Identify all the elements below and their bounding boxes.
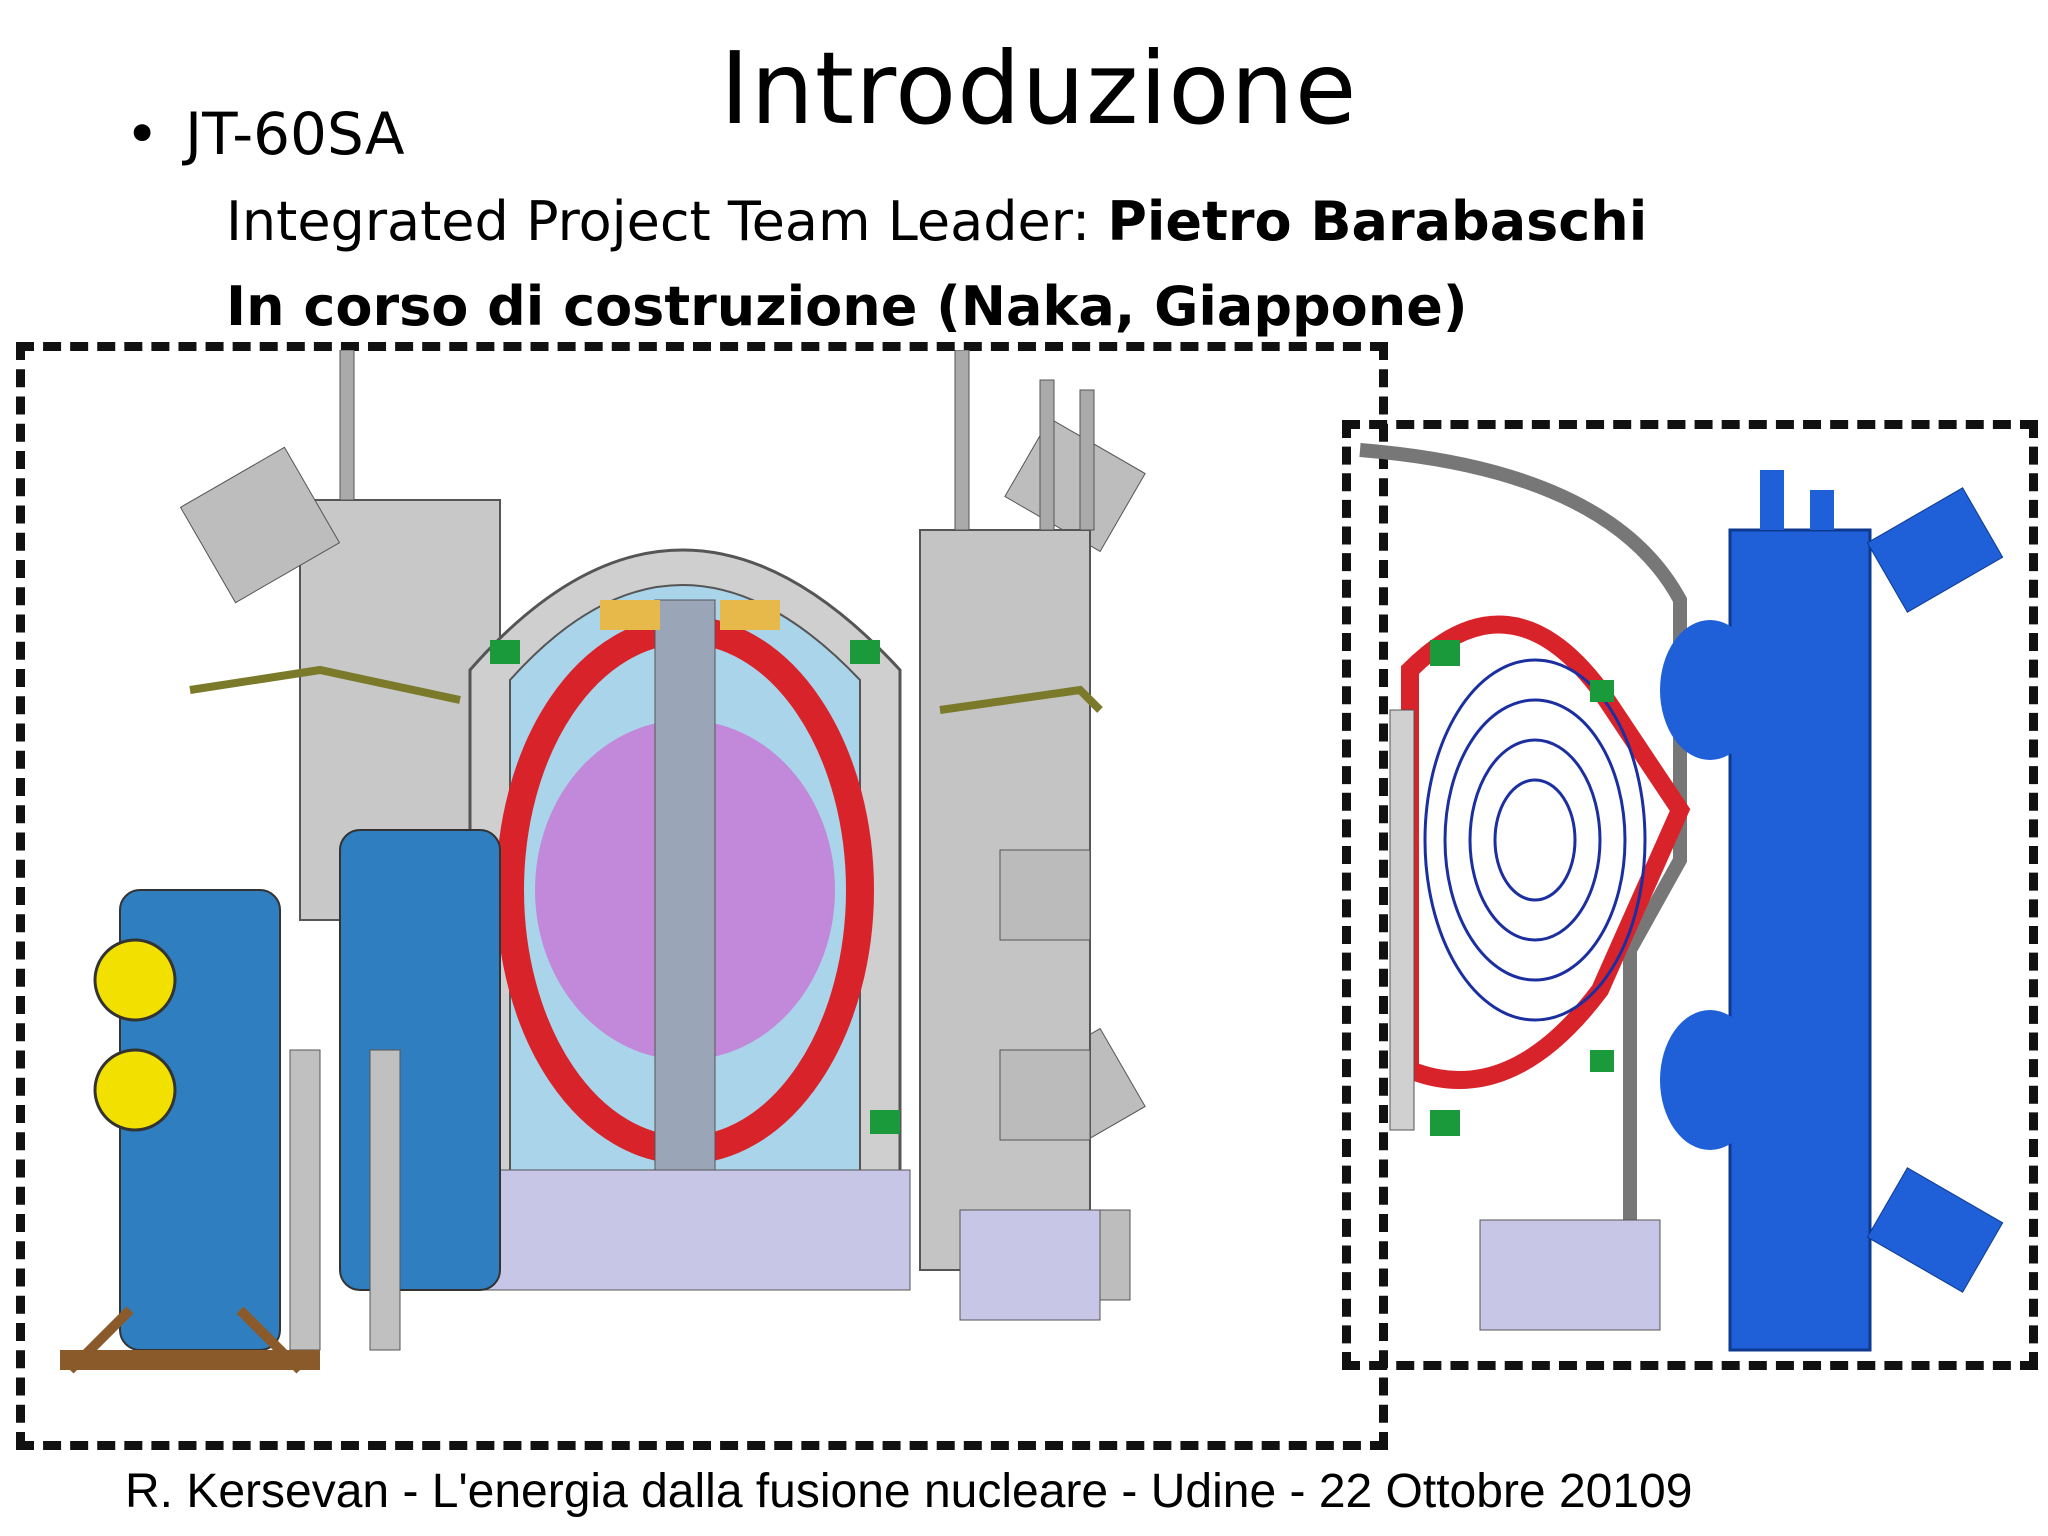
left-figure-frame [16, 342, 1388, 1450]
jt60sa-cross-section-illustration [1350, 430, 2030, 1360]
right-figure-frame [1342, 420, 2038, 1370]
team-leader-name: Pietro Barabaschi [1107, 190, 1648, 253]
slide-title: Introduzione [720, 30, 1358, 147]
jt60sa-cutaway-illustration [40, 350, 1360, 1440]
footer-text: R. Kersevan - L'energia dalla fusione nu… [125, 1465, 1666, 1518]
bullet-dot: • [125, 100, 160, 168]
team-leader-label: Integrated Project Team Leader: [226, 190, 1108, 253]
team-leader-line: Integrated Project Team Leader: Pietro B… [226, 190, 1647, 253]
bullet-text: JT-60SA [185, 100, 405, 168]
bullet-item: • JT-60SA [125, 100, 405, 168]
slide-footer: R. Kersevan - L'energia dalla fusione nu… [125, 1464, 1692, 1519]
construction-status: In corso di costruzione (Naka, Giappone) [226, 275, 1468, 338]
page-number: 9 [1665, 1465, 1693, 1518]
